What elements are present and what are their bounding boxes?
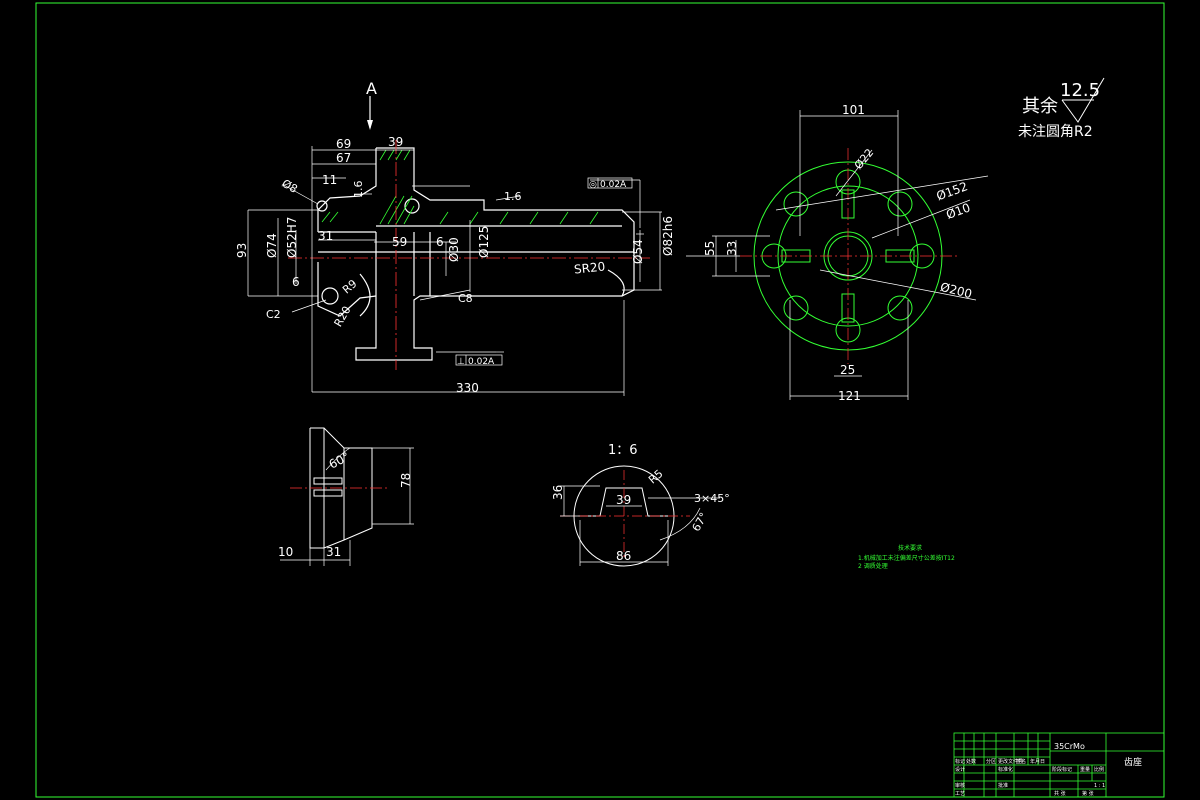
tb-standard: 标准化 <box>998 766 1013 773</box>
tb-ratio: 比例 <box>1094 766 1104 773</box>
roughness-note: 其余 12.5 未注圆角R2 <box>1018 77 1105 140</box>
tb-stage: 阶段标记 <box>1052 766 1072 773</box>
tb-zone: 分区 <box>986 758 996 765</box>
dim-67: 67 <box>336 151 351 165</box>
dim-phi30: Ø30 <box>447 237 461 262</box>
dim-phi74: Ø74 <box>265 233 279 258</box>
dim-r9: R9 <box>340 277 360 296</box>
detail-39: 39 <box>616 493 631 507</box>
dim-39: 39 <box>388 135 403 149</box>
dim-55: 55 <box>703 241 717 256</box>
roughness-rest: 其余 <box>1022 96 1058 117</box>
dim-phi125: Ø125 <box>477 226 491 258</box>
tb-weight: 重量 <box>1080 766 1090 773</box>
dim-25: 25 <box>840 363 855 377</box>
fillet-note: 未注圆角R2 <box>1018 124 1093 140</box>
title-block: 35CrMo 齿座 标记 处数 分区 更改文件号 签名 年月日 设计 审核 工艺… <box>953 732 1165 798</box>
dim-10: 10 <box>278 545 293 559</box>
roughness-1: 1.6 <box>352 181 365 199</box>
tb-process: 工艺 <box>955 791 965 797</box>
dim-phi22: Ø22 <box>852 146 877 172</box>
gtol-top: 0.02A <box>600 180 627 190</box>
tb-sheet: 第 张 <box>1082 790 1094 797</box>
tb-design: 设计 <box>955 766 965 773</box>
gtol-bottom: 0.02A <box>468 357 495 367</box>
tb-sign: 签名 <box>1016 758 1026 765</box>
tb-mark: 标记 <box>955 758 965 765</box>
tb-approve: 批准 <box>998 782 1008 789</box>
dim-93: 93 <box>235 243 249 258</box>
tb-sheets: 共 张 <box>1054 790 1066 797</box>
dim-phi54: Ø54 <box>631 239 645 264</box>
dim-330: 330 <box>456 381 479 395</box>
section-a-view: 60° 78 10 31 <box>278 427 414 566</box>
dim-60deg: 60° <box>327 449 352 471</box>
front-view: A <box>235 79 675 396</box>
dim-78: 78 <box>399 473 413 488</box>
dim-phi82: Ø82h6 <box>661 216 675 256</box>
technical-requirements: 技术要求 1.机械加工未注偏差尺寸公差按IT12 2 调质处理 <box>858 544 955 570</box>
dim-69: 69 <box>336 137 351 151</box>
dim-phi152: Ø152 <box>934 179 969 203</box>
dim-c2: C2 <box>266 308 281 321</box>
dim-121: 121 <box>838 389 861 403</box>
tb-check: 审核 <box>955 782 965 789</box>
detail-86: 86 <box>616 549 631 563</box>
roughness-value: 12.5 <box>1060 80 1100 101</box>
section-a-label: A <box>366 79 377 98</box>
svg-text:⊥: ⊥ <box>457 357 465 367</box>
dim-59: 59 <box>392 235 407 249</box>
dim-phi10: Ø10 <box>944 200 972 222</box>
svg-text:◎: ◎ <box>589 180 597 190</box>
roughness-2: 1.6 <box>504 190 522 203</box>
detail-chamfer: 3×45° <box>694 492 730 505</box>
dim-33: 33 <box>725 241 739 256</box>
drawing-frame <box>35 2 1165 798</box>
side-view: 101 Ø22 Ø152 Ø10 55 33 Ø200 25 121 <box>686 103 989 403</box>
dim-phi52: Ø52H7 <box>285 217 299 258</box>
dim-6b: 6 <box>292 275 300 289</box>
dim-31b: 31 <box>326 545 341 559</box>
dim-c8: C8 <box>458 292 473 305</box>
tech-line2: 2 调质处理 <box>858 562 888 570</box>
detail-36: 36 <box>551 485 565 500</box>
tech-line1: 1.机械加工未注偏差尺寸公差按IT12 <box>858 554 955 562</box>
dim-r20: R20 <box>332 304 354 329</box>
detail-scale: 1：6 <box>608 443 638 458</box>
dim-11: 11 <box>322 173 337 187</box>
dim-6a: 6 <box>436 235 444 249</box>
tb-date: 年月日 <box>1030 758 1045 765</box>
dim-phi8: Ø8 <box>280 177 300 196</box>
tb-part-name: 齿座 <box>1124 756 1142 768</box>
tb-material: 35CrMo <box>1054 742 1085 751</box>
tb-change: 更改文件号 <box>998 758 1023 765</box>
dim-101: 101 <box>842 103 865 117</box>
tb-scale: 1 : 1 <box>1094 783 1105 789</box>
detail-view: 1：6 36 39 R5 3×45° 67° 86 <box>551 443 730 567</box>
tb-count: 处数 <box>966 758 976 765</box>
dim-31: 31 <box>318 229 333 243</box>
tech-title: 技术要求 <box>898 544 922 552</box>
detail-67: 67° <box>690 510 711 533</box>
dim-phi200: Ø200 <box>939 280 974 301</box>
dim-sr20: SR20 <box>573 259 606 276</box>
